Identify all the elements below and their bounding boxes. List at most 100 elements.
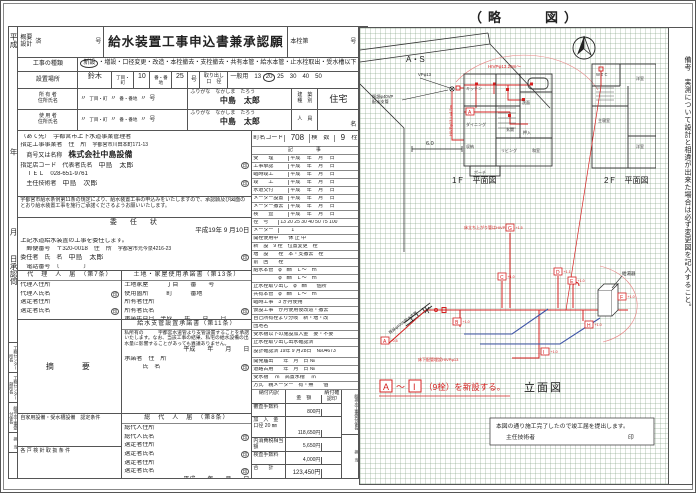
journal-row-label: 検 査 bbox=[252, 211, 290, 218]
ban-label: 番・番地 bbox=[119, 117, 138, 123]
branch-consent-title: 給水支管設置承諾書（第11条） bbox=[122, 321, 252, 330]
user-kana: なかしま たろう bbox=[215, 110, 256, 116]
form-body: 概要 設計 済 号 給水装置工事申込書兼承認願 本栓第 号 工事の種類 新設・増… bbox=[18, 26, 360, 479]
building-cat-label: 建 築 bbox=[297, 92, 313, 99]
dimension-label: 6.0 bbox=[426, 141, 434, 147]
consenter-addr-label: 住 所 bbox=[148, 355, 167, 362]
tap-lift: +1.0 bbox=[508, 275, 515, 279]
new-taps-text: （9栓）を新設する。 bbox=[424, 382, 505, 392]
journal-row-label: 臨時竣工 bbox=[252, 171, 290, 178]
tap-letter: I bbox=[543, 350, 544, 356]
delegation-line: 上記水道給水装置の工事を委任します。 bbox=[20, 237, 128, 244]
meter-reading-condition: 各 戸 検 針 取 扱 条 件 bbox=[20, 447, 71, 454]
month-label: 月 bbox=[9, 227, 19, 236]
total-amount: 123,450円 bbox=[286, 469, 323, 479]
range-to: I bbox=[413, 382, 416, 392]
journal-header: 記 事 bbox=[252, 147, 359, 155]
pipe-row: 開発届出 年 月 日 № bbox=[253, 358, 316, 364]
company-name: 株式会社中島設備 bbox=[68, 150, 133, 160]
rep-label: 代表者氏名 bbox=[62, 162, 93, 169]
journal-date: 平成 年 月 日 bbox=[290, 179, 335, 185]
main-pipe-label: 既設φ40VP bbox=[372, 93, 394, 100]
status-row: 新 設 9 栓 位置変更 栓 bbox=[253, 243, 318, 249]
tap-a-on-plan: A bbox=[468, 110, 472, 116]
tap-letter: H bbox=[587, 323, 591, 329]
work-type-selected: 新設 bbox=[80, 59, 99, 68]
location-label: 設置場所 bbox=[18, 72, 79, 88]
inspection-fee-amount: 4,000円 bbox=[286, 456, 323, 465]
pipe-row: 給水本管 φ ㎜ Ｌ～ ｍ bbox=[253, 267, 317, 273]
pipe-row: 止水栓取り出し出水確認済 bbox=[253, 339, 314, 345]
rep-addr-label: 総代人住所 bbox=[124, 425, 155, 432]
fee-amount: 800円 bbox=[286, 408, 323, 417]
go-label: 号 bbox=[149, 116, 156, 123]
pipe-row: 自己所有栓より分岐 新・増・改 bbox=[253, 315, 329, 321]
room-label: 洋室 bbox=[636, 143, 644, 149]
tax-label: 内消費税相当額 bbox=[252, 438, 287, 451]
room-label: 玄関 bbox=[506, 126, 514, 132]
selector-addr-label: 選定者住所 bbox=[20, 299, 51, 306]
tap-letter: G bbox=[508, 226, 512, 232]
location-block: 10 bbox=[134, 72, 151, 88]
delegator-tel-brackets: 〔 〕 bbox=[56, 263, 90, 270]
private-facility-condition: 自家用設備・受水槽設備 認定条件 bbox=[18, 414, 122, 447]
remarks-vertical-note: 備考 実測について設計と相違が出来た場合は必ず変更図を記入すること。 bbox=[669, 27, 693, 485]
elevation-caption: 立面図 bbox=[524, 380, 563, 394]
land-owner-addr: 所有者住所 bbox=[124, 299, 155, 306]
meter-row-label: メーター bbox=[252, 227, 280, 234]
ditto-mark: 〃 bbox=[110, 95, 117, 102]
site-and-piping-drawing: A・S 6.0 VPφ13 既設φ40VP 配水支管 bbox=[360, 32, 657, 446]
design-done: 済 bbox=[35, 38, 42, 45]
room-label: ＷＩＣ bbox=[596, 72, 608, 77]
pipe-row: 共有本管 φ ㎜ Ｌ～ ｍ bbox=[253, 291, 317, 297]
tap-letter: A bbox=[383, 339, 387, 345]
office-use-column: 町名コード 708 検 数 9 栓 記 事 受 理平成 年 月 日 工事承認平成… bbox=[252, 131, 359, 479]
delegator-label: 委任者 bbox=[20, 255, 39, 262]
service-route-label: HIVPφ13.20m～ bbox=[488, 64, 521, 69]
journal-date: 平成 年 月 日 bbox=[290, 211, 335, 217]
completion-line1: 本図の通り施工完了したので竣工届を提出します。 bbox=[496, 422, 629, 430]
status-row: 開栓使用中 休 止 中 bbox=[253, 235, 307, 241]
journal-row-label: メーター撤去 bbox=[252, 203, 290, 210]
journal-row-label: メーター設置 bbox=[252, 195, 290, 202]
engineer-name: 中島 次郎 bbox=[62, 179, 98, 187]
stamp-box-deputy-chief: 工務センター副所長 bbox=[9, 372, 18, 402]
stamp-box-center-chief: 工務センター所長 bbox=[9, 342, 18, 372]
sketch-page: （略 図） A・S 6.0 bbox=[359, 7, 693, 488]
room-label: 和室 bbox=[532, 147, 540, 153]
agent-section-title: 代 理 人 届 （第7条） bbox=[18, 272, 122, 281]
design-label: 設計 bbox=[20, 42, 33, 48]
range-from: A bbox=[383, 382, 389, 392]
fee-label: 審査手数料 bbox=[252, 403, 287, 417]
serial-suffix: 号 bbox=[350, 38, 357, 45]
agent-addr-label: 代理人住所 bbox=[20, 282, 51, 289]
total-label: 合 計 bbox=[252, 465, 287, 479]
journal-row-label: 受 理 bbox=[252, 155, 290, 162]
diameter-values: 13 20 25 30 40 50 75 100 bbox=[280, 219, 338, 225]
people-unit: 名 bbox=[350, 122, 357, 129]
inspection-fee-label: 検査手数料 bbox=[252, 451, 287, 465]
riser-note-label: 床立ち上がり管はHIVPφ13 bbox=[464, 224, 513, 230]
tap-lift: +1.0 bbox=[578, 279, 585, 283]
application-date: 平成19年 9 月10日 bbox=[195, 227, 250, 235]
location-lot: 25 bbox=[172, 72, 189, 88]
room-label: 押入 bbox=[523, 129, 531, 135]
remarks-label: 摘 要 bbox=[18, 320, 123, 413]
main-pipe-label2: 配水支管 bbox=[372, 98, 389, 105]
branch-consent-date: 平成 年 月 日 bbox=[183, 347, 250, 354]
day-approval-label: 日承認伺 bbox=[9, 255, 19, 285]
room-label: キッチン bbox=[466, 86, 482, 91]
code-label: 指定店コード bbox=[20, 162, 57, 169]
town-code-label: 町名コード bbox=[253, 135, 286, 142]
completion-line2: 主任技術者 bbox=[506, 433, 535, 441]
stamp-box-reception-chief: 給排水工事受付係長 bbox=[9, 402, 18, 432]
tap-lift: +1.0 bbox=[595, 323, 602, 327]
journal-date: 平成 年 月 日 bbox=[290, 155, 335, 161]
company-label: 商号又は名称 bbox=[26, 153, 63, 160]
design-confirm-row: 設計確認済 19年 9 月28日 №04673 bbox=[253, 349, 336, 355]
seal-mark: 印 bbox=[240, 364, 250, 372]
ditto-mark: 〃 bbox=[110, 116, 117, 123]
ditto-mark: 〃 bbox=[80, 95, 87, 102]
building-cat-label2: 種 別 bbox=[297, 98, 313, 104]
